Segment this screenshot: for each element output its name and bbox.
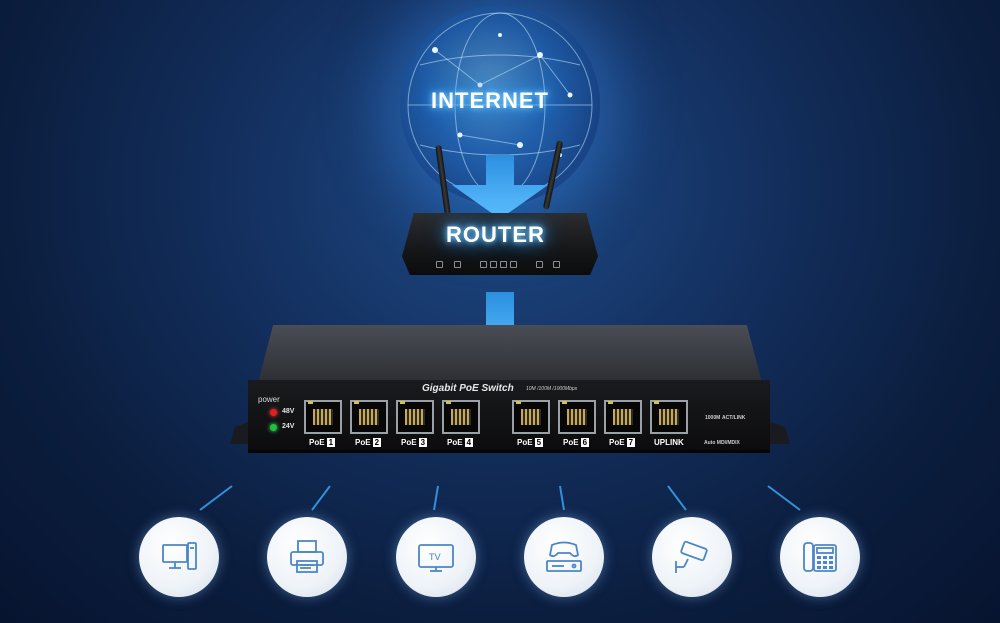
- router-led-icon: [490, 261, 497, 268]
- device-tv: TV: [396, 517, 476, 597]
- router-led-icon: [536, 261, 543, 268]
- port-led-icon: [654, 401, 659, 404]
- switch-speed: 10M /100M /1000Mbps: [526, 386, 578, 392]
- port-led-icon: [608, 401, 613, 404]
- device-cctv: [652, 517, 732, 597]
- router-label: ROUTER: [446, 222, 545, 247]
- auto-mdi-label: Auto MDI/MDIX: [704, 440, 740, 446]
- switch-title: Gigabit PoE Switch: [422, 383, 514, 394]
- led-48v-icon: [270, 409, 277, 416]
- ethernet-port: [442, 400, 480, 434]
- switch-top-panel: [258, 325, 762, 383]
- router-led-icon: [553, 261, 560, 268]
- router-led-icon: [500, 261, 507, 268]
- internet-label: INTERNET: [431, 88, 549, 113]
- port-led-icon: [516, 401, 521, 404]
- device-printer: [267, 517, 347, 597]
- router-led-icon: [454, 261, 461, 268]
- ethernet-port: [350, 400, 388, 434]
- port-led-icon: [446, 401, 451, 404]
- voltage-24-label: 24V: [282, 423, 295, 430]
- ethernet-port: [396, 400, 434, 434]
- port-led-icon: [354, 401, 359, 404]
- port-led-icon: [400, 401, 405, 404]
- power-label: power: [258, 395, 280, 404]
- voltage-48-label: 48V: [282, 408, 295, 415]
- device-phone: [780, 517, 860, 597]
- uplink-port: [650, 400, 688, 434]
- router-led-icon: [480, 261, 487, 268]
- device-computer: [139, 517, 219, 597]
- computer-icon: [162, 542, 197, 570]
- printer-icon: [290, 540, 324, 573]
- uplink-speed-label: 1000M: [705, 415, 721, 421]
- device-game-console: [524, 517, 604, 597]
- ethernet-port: [604, 400, 642, 434]
- ethernet-port: [558, 400, 596, 434]
- port-led-icon: [562, 401, 567, 404]
- desk-phone-icon: [803, 542, 837, 572]
- svg-text:TV: TV: [428, 553, 441, 563]
- led-24v-icon: [270, 424, 277, 431]
- cctv-camera-icon: [675, 540, 708, 573]
- ethernet-port: [304, 400, 342, 434]
- uplink-label: UPLINK: [654, 438, 684, 447]
- connection-lines: [199, 485, 801, 511]
- ethernet-port: [512, 400, 550, 434]
- uplink-act-label: ACT/LINK: [722, 415, 746, 421]
- router-led-icon: [510, 261, 517, 268]
- port-led-icon: [308, 401, 313, 404]
- tv-icon: TV: [418, 544, 454, 572]
- router-led-icon: [436, 261, 443, 268]
- arrow-down-icon: [452, 155, 548, 219]
- game-console-icon: [546, 541, 582, 572]
